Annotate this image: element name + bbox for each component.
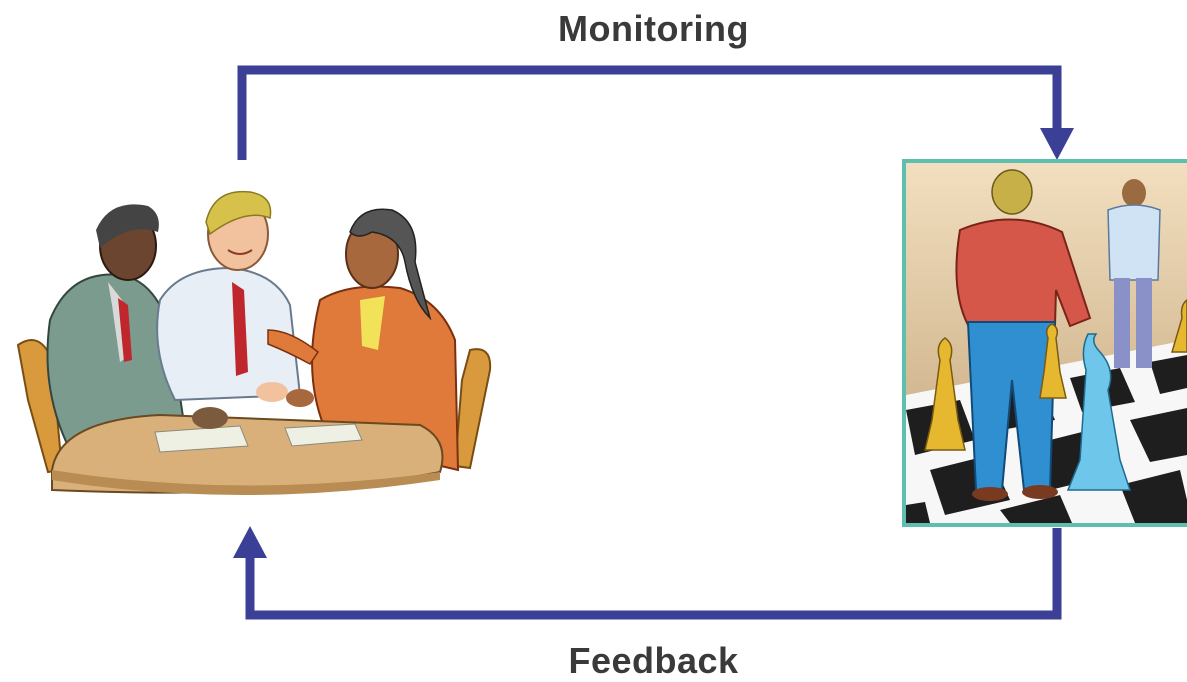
feedback-arrow	[233, 526, 1062, 620]
chess-strategy-illustration	[902, 159, 1187, 527]
feedback-label: Feedback	[568, 640, 739, 681]
monitoring-label: Monitoring	[558, 8, 749, 49]
business-meeting-illustration	[16, 190, 492, 495]
monitoring-arrow	[237, 65, 1074, 160]
